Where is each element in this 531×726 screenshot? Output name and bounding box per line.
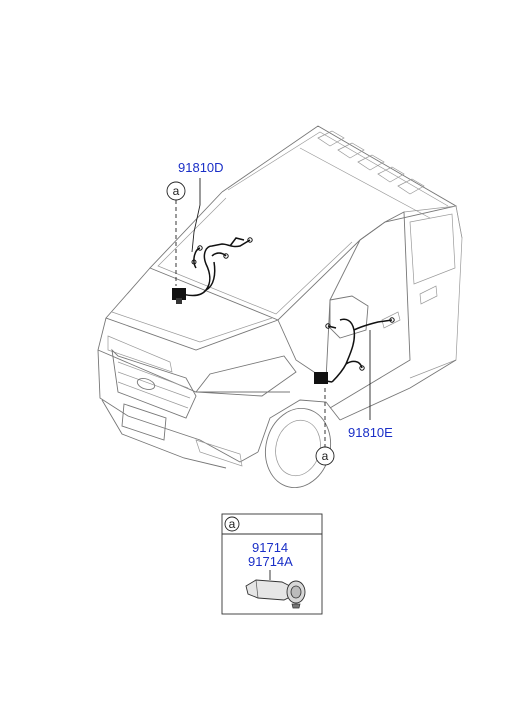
harness-connector-91810d (172, 288, 186, 300)
label-91714a[interactable]: 91714A (248, 554, 293, 569)
leaders (175, 178, 371, 448)
harness-91810e (314, 317, 395, 384)
label-91714[interactable]: 91714 (252, 540, 288, 555)
callout-a-upper-letter: a (173, 184, 180, 198)
detail-box: a 91714 91714A (221, 513, 323, 615)
harness-connector-91810e (314, 372, 328, 384)
vehicle-body (97, 125, 463, 489)
callout-a-upper[interactable]: a (166, 181, 186, 201)
label-91810e[interactable]: 91810E (348, 425, 393, 440)
callout-a-detail-letter: a (229, 517, 236, 531)
callout-a-lower[interactable]: a (315, 446, 335, 466)
callout-a-lower-letter: a (322, 449, 329, 463)
harness-91810d (172, 237, 253, 304)
label-91810d[interactable]: 91810D (178, 160, 224, 175)
grommet-part (245, 570, 306, 609)
callout-a-detail-circle (224, 516, 240, 532)
